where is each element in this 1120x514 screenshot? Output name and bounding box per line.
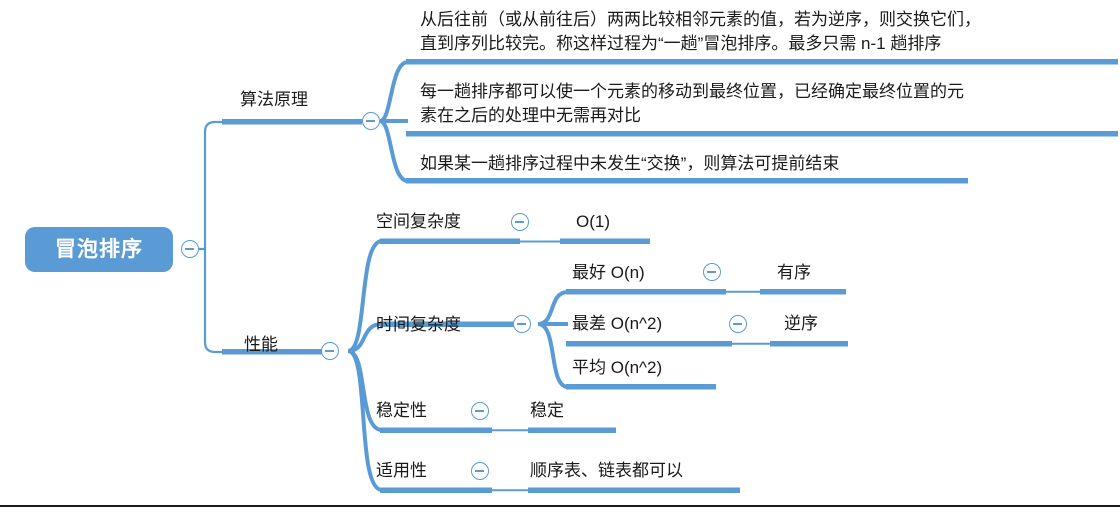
root-node-label: 冒泡排序: [55, 238, 143, 261]
node-label-principle-1[interactable]: 从后往前（或从前往后）两两比较相邻元素的值，若为逆序，则交换它们， 直到序列比较…: [420, 10, 981, 53]
node-label-principle-2[interactable]: 每一趟排序都可以使一个元素的移动到最终位置，已经确定最终位置的元 素在之后的处理…: [420, 82, 964, 125]
node-label-space-complexity-value[interactable]: O(1): [576, 212, 610, 231]
node-label-time-worst[interactable]: 最差 O(n^2): [572, 314, 663, 333]
node-label-principle-3[interactable]: 如果某一趟排序过程中未发生“交换”，则算法可提前结束: [420, 154, 840, 173]
node-label-applicability[interactable]: 适用性: [376, 461, 427, 480]
collapse-toggle-icon-time-best[interactable]: [703, 263, 721, 281]
node-label-space-complexity[interactable]: 空间复杂度: [376, 212, 461, 231]
collapse-toggle-icon-applicability[interactable]: [471, 462, 489, 480]
node-label-time-average[interactable]: 平均 O(n^2): [572, 358, 663, 377]
root-node[interactable]: 冒泡排序: [25, 227, 173, 272]
collapse-toggle-icon-time-worst[interactable]: [729, 315, 747, 333]
node-label-algorithm-principle[interactable]: 算法原理: [240, 90, 308, 109]
collapse-toggle-icon-time-complexity[interactable]: [513, 315, 531, 333]
node-label-applicability-value[interactable]: 顺序表、链表都可以: [530, 461, 683, 480]
node-label-stability[interactable]: 稳定性: [376, 401, 427, 420]
node-label-stability-value[interactable]: 稳定: [530, 401, 564, 420]
node-label-performance[interactable]: 性能: [244, 335, 278, 354]
collapse-toggle-icon-stability[interactable]: [471, 402, 489, 420]
root-collapse-toggle-icon[interactable]: [181, 240, 199, 258]
node-label-time-best[interactable]: 最好 O(n): [572, 263, 645, 282]
collapse-toggle-icon-space-complexity[interactable]: [511, 213, 529, 231]
node-label-time-complexity[interactable]: 时间复杂度: [376, 315, 461, 334]
node-label-time-best-value[interactable]: 有序: [777, 263, 811, 282]
collapse-toggle-icon-algorithm-principle[interactable]: [362, 112, 380, 130]
node-label-time-worst-value[interactable]: 逆序: [784, 314, 818, 333]
bottom-divider: [0, 505, 1120, 507]
collapse-toggle-icon-performance[interactable]: [321, 342, 339, 360]
